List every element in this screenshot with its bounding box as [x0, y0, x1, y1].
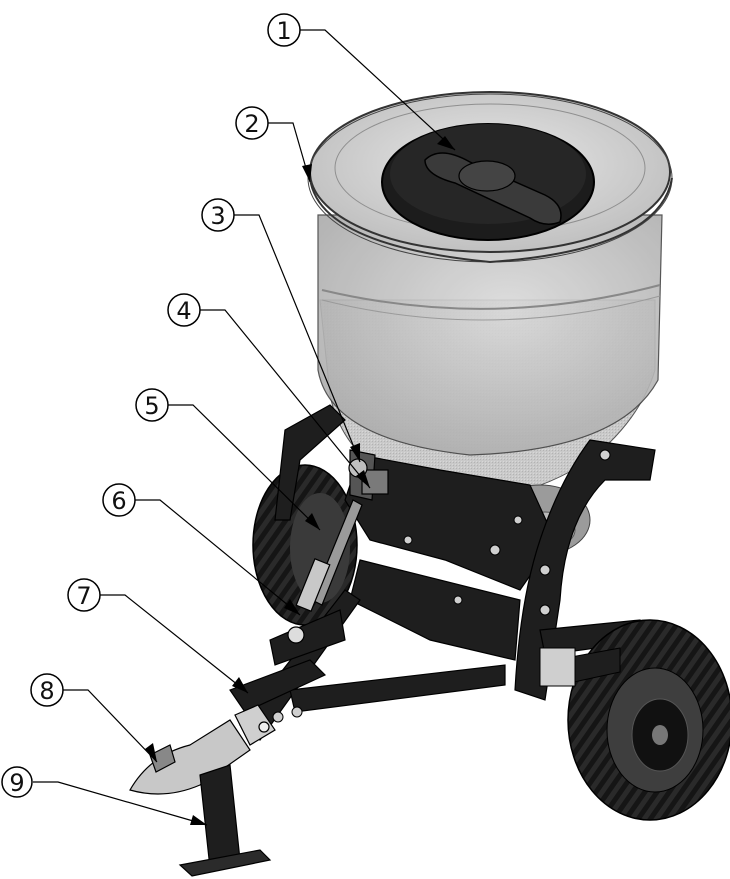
hitch-coupler — [129, 704, 276, 795]
jack-stand — [178, 764, 272, 877]
callout-4: 4 — [167, 293, 201, 327]
callout-4-number: 4 — [176, 297, 191, 325]
callout-9-number: 9 — [9, 769, 24, 797]
callout-9: 9 — [1, 766, 33, 798]
right-wheel — [539, 619, 730, 821]
callout-1-number: 1 — [276, 17, 291, 45]
callout-5-number: 5 — [144, 392, 159, 420]
frame — [229, 404, 656, 741]
callout-2-number: 2 — [244, 110, 259, 138]
callout-8: 8 — [30, 673, 64, 707]
callout-3-number: 3 — [210, 202, 225, 230]
callout-1: 1 — [267, 13, 301, 47]
lid-cap — [381, 123, 595, 241]
callout-8-number: 8 — [39, 677, 54, 705]
callout-3: 3 — [201, 198, 235, 232]
leader-lines — [33, 29, 456, 826]
callout-5: 5 — [135, 388, 169, 422]
callout-6: 6 — [102, 483, 136, 517]
callout-2: 2 — [235, 106, 269, 140]
callout-6-number: 6 — [111, 487, 126, 515]
callout-7-number: 7 — [76, 582, 91, 610]
callout-7: 7 — [67, 578, 101, 612]
leader-arrowheads — [145, 136, 455, 825]
